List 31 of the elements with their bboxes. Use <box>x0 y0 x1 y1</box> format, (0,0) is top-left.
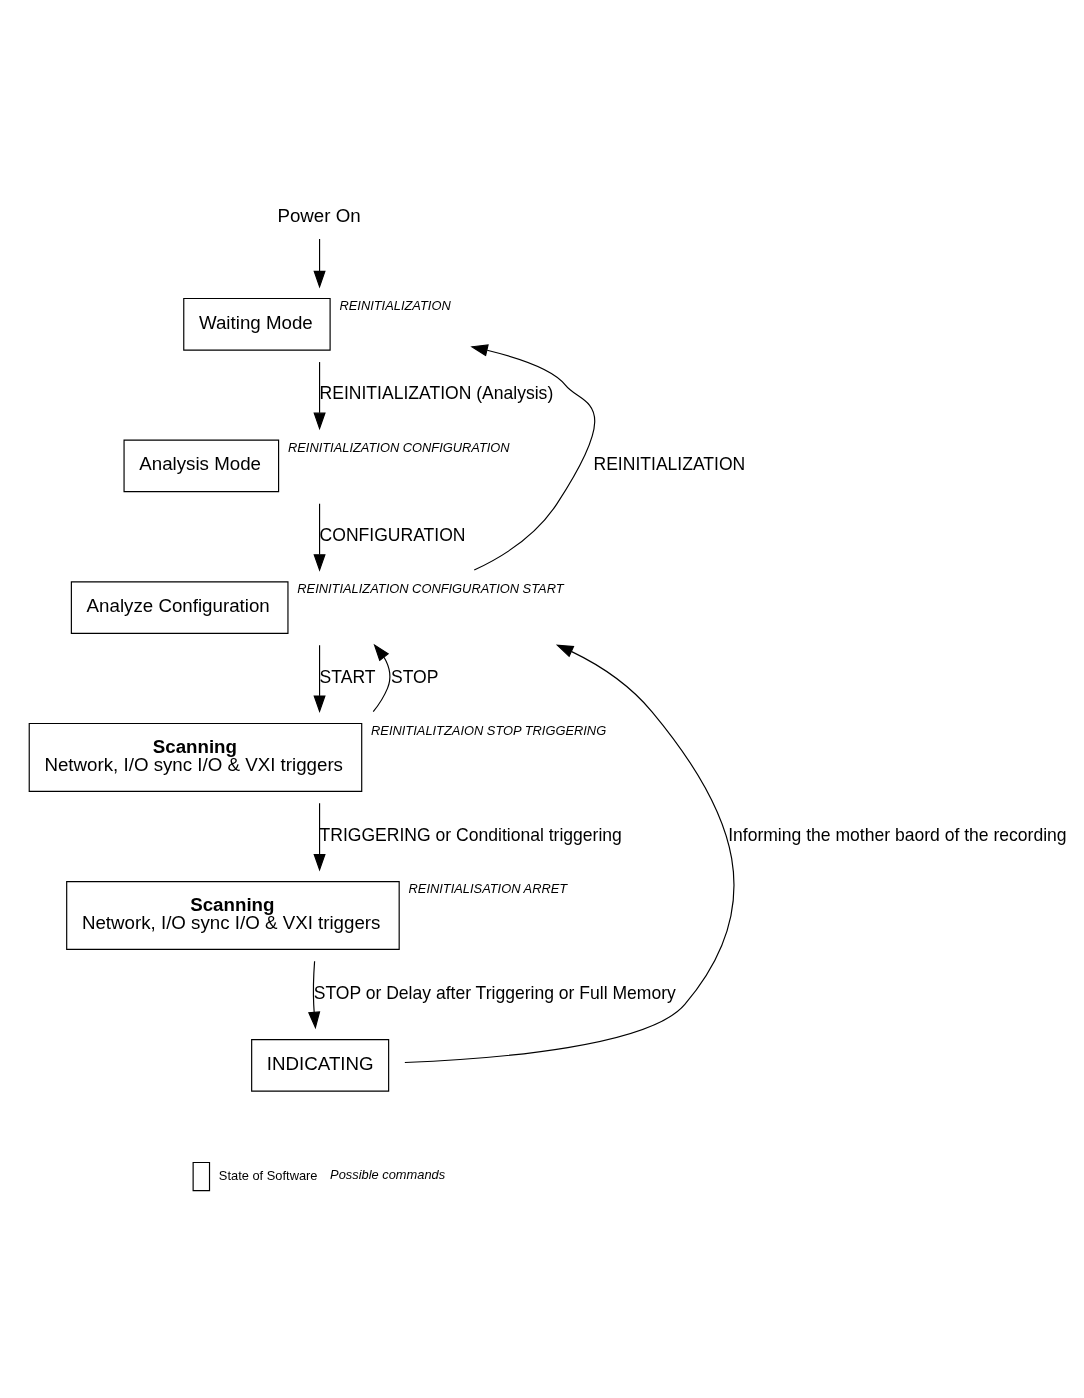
node-label: REINITIALIZATION CONFIGURATION <box>287 439 510 455</box>
arrow <box>313 644 326 713</box>
node-box: INDICATING <box>251 1038 390 1092</box>
arrow <box>313 502 326 572</box>
arrow <box>308 960 321 1029</box>
node-label: REINITIALIZATION <box>339 297 451 313</box>
edge-label: START <box>319 666 376 687</box>
node-box: Scanning Network, I/O sync I/O & VXI triggers <box>66 880 400 950</box>
node-label: REINITIALITZAION STOP TRIGGERING <box>371 722 607 738</box>
edge-label: Informing the mother baord of the recording <box>728 824 1067 845</box>
arrow <box>470 343 596 571</box>
node-box: Analysis Mode <box>123 439 280 492</box>
edge-label: TRIGGERING or Conditional triggering <box>319 824 622 845</box>
edge-label: STOP or Delay after Triggering or Full Memory <box>313 982 676 1003</box>
arrow <box>372 643 391 712</box>
node-label: REINITIALIZATION CONFIGURATION START <box>297 580 564 596</box>
edge-label: CONFIGURATION <box>319 524 466 545</box>
arrow <box>313 361 326 430</box>
node-box: Waiting Mode <box>183 297 331 351</box>
legend-label: Possible commands <box>330 1166 446 1182</box>
arrow <box>313 237 326 288</box>
edge-label: REINITIALIZATION <box>593 453 746 474</box>
arrow <box>404 644 735 1063</box>
legend-label: State of Software <box>218 1167 318 1183</box>
node-box: Scanning Network, I/O sync I/O & VXI triggers <box>28 722 363 792</box>
edge-label: STOP <box>390 666 439 687</box>
node-box: Analyze Configuration <box>70 580 289 634</box>
node-label: REINITIALISATION ARRET <box>408 880 568 896</box>
arrow <box>313 802 326 871</box>
node-text: Power On <box>277 204 361 226</box>
edge-label: REINITIALIZATION (Analysis) <box>319 382 554 403</box>
